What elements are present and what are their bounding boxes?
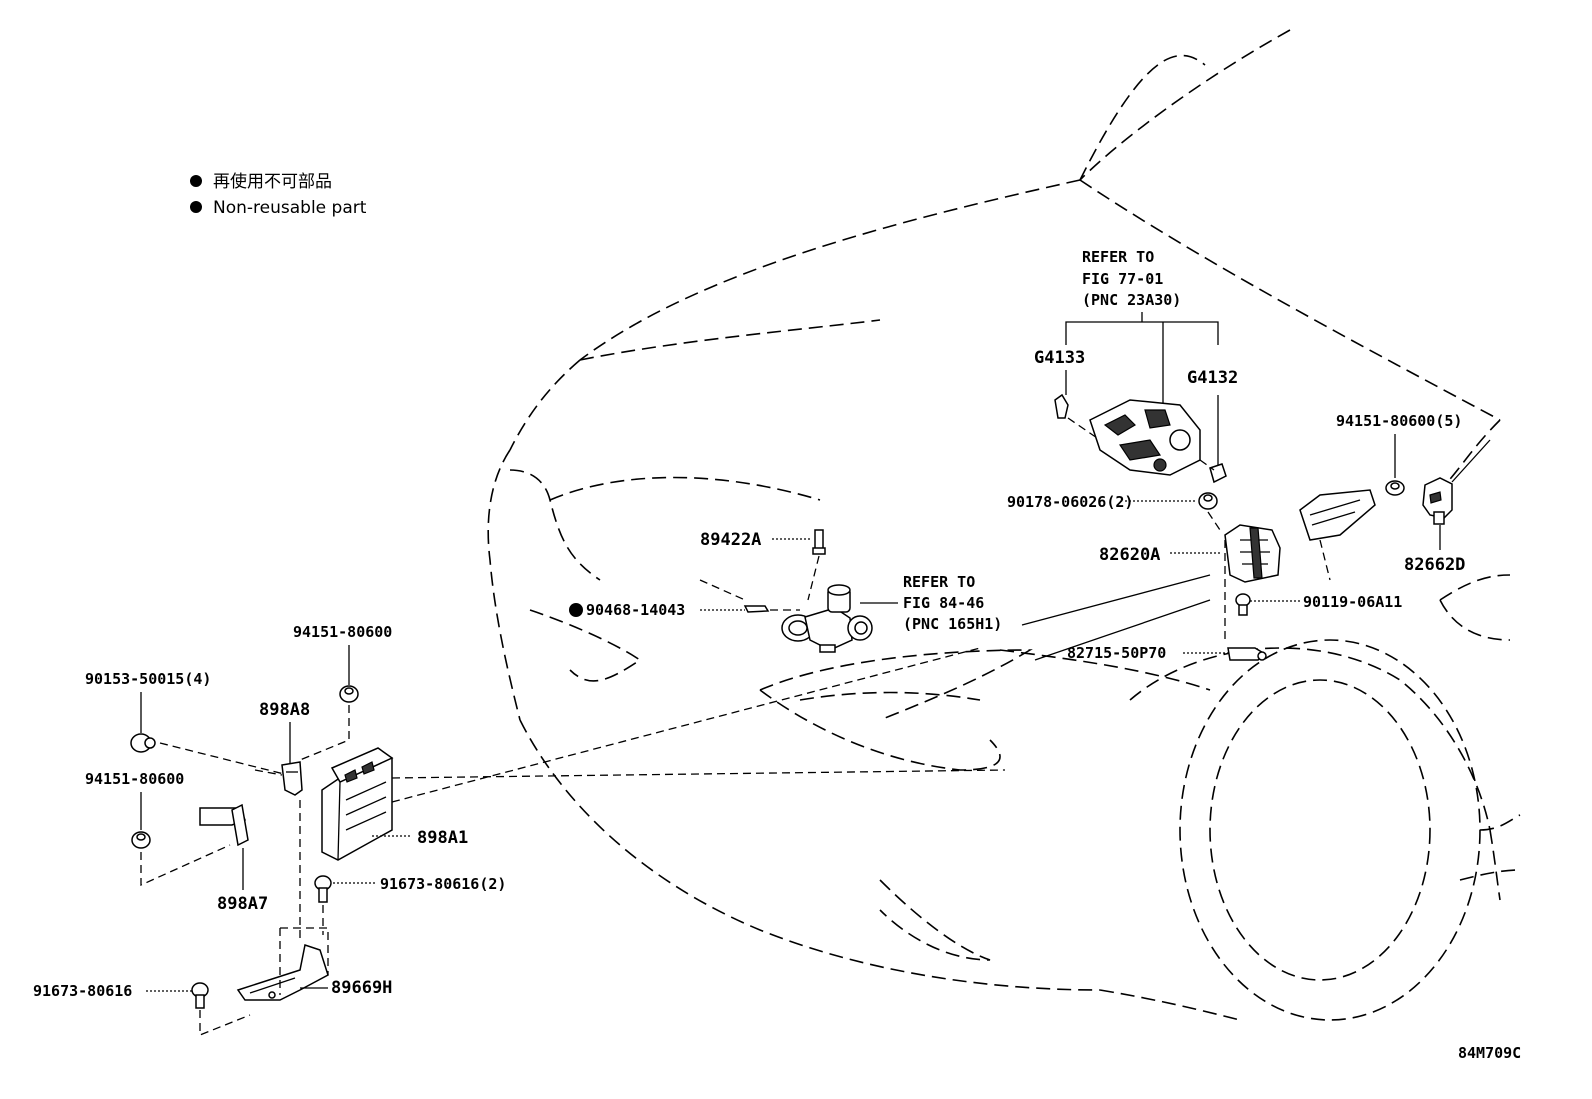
g4132-connector-lead	[1199, 459, 1215, 471]
90468-dash-lead	[699, 579, 800, 611]
nut-90178-part	[1198, 492, 1218, 510]
refer-note-line: FIG 77-01	[1082, 270, 1163, 288]
abs-actuator-part	[1089, 399, 1201, 476]
water-valve-part	[781, 584, 873, 653]
nut-90153-part	[130, 733, 156, 753]
94151-a-dash-lead	[299, 705, 350, 761]
82662d-body-lead	[1451, 439, 1491, 483]
part-label-90153-50015: 90153-50015(4)	[85, 670, 211, 688]
bracket-mount-part	[1299, 489, 1376, 581]
part-label-94151-80600-b: 94151-80600	[85, 770, 184, 788]
90153-dash-lead	[159, 742, 301, 779]
nut-94151-b-part	[131, 831, 151, 849]
part-label-90178-06026: 90178-06026(2)	[1007, 493, 1133, 511]
part-label-898a8: 898A8	[259, 700, 310, 720]
bolt-91673-2-part	[314, 875, 332, 903]
g4133-connector-lead	[1067, 417, 1101, 441]
legend: 再使用不可部品 Non-reusable part	[190, 171, 367, 218]
part-label-94151-80600-a: 94151-80600	[293, 623, 392, 641]
part-label-898a1: 898A1	[417, 828, 468, 848]
vehicle-body-outline	[487, 29, 1521, 1021]
part-label-94151-80600-5: 94151-80600(5)	[1336, 412, 1462, 430]
refer-valve-lead-right	[1021, 574, 1211, 626]
refer-note-line: REFER TO	[903, 573, 975, 591]
91673-dash-lead	[199, 1010, 251, 1036]
part-label-g4132: G4132	[1187, 368, 1238, 388]
nut-94151-a-part	[339, 685, 359, 703]
legend-item-jp: 再使用不可部品	[213, 171, 332, 192]
part-label-82662d: 82662D	[1404, 555, 1465, 575]
ecu-898a1-part	[321, 747, 394, 861]
89669h-dash-lead	[279, 927, 329, 995]
refer-valve-lead-right-2	[1034, 599, 1211, 661]
bracket-898a7-part	[199, 803, 249, 847]
relay-82662d-part	[1422, 477, 1453, 525]
90178-dash-lead	[1207, 511, 1226, 640]
bracket-82620a-part	[1224, 524, 1281, 583]
part-label-91673-80616: 91673-80616	[33, 982, 132, 1000]
bolt-90119-part	[1235, 593, 1251, 616]
non-reusable-dot-icon	[569, 603, 583, 617]
refer-note-line: (PNC 165H1)	[903, 615, 1002, 633]
part-label-g4133: G4133	[1034, 348, 1085, 368]
part-label-90119-06a11: 90119-06A11	[1303, 593, 1402, 611]
94151-b-dash-lead	[140, 844, 231, 887]
nut-94151-5-part	[1385, 480, 1405, 496]
part-label-898a7: 898A7	[217, 894, 268, 914]
bracket-898a8-part	[281, 761, 303, 796]
89422a-dash-lead	[807, 555, 820, 601]
non-reusable-dot-icon	[190, 175, 202, 187]
part-label-91673-80616-2: 91673-80616(2)	[380, 875, 506, 893]
bolt-91673-part	[191, 982, 209, 1009]
refer-note-valve: REFER TO FIG 84-46 (PNC 165H1)	[903, 573, 1002, 633]
part-label-89422a: 89422A	[700, 530, 761, 550]
figure-code: 84M709C	[1458, 1044, 1521, 1062]
ecu-to-body-lead	[391, 647, 981, 803]
g4133-bracket-part	[1054, 393, 1069, 419]
refer-note-line: FIG 84-46	[903, 594, 984, 612]
g4132-clip-part	[1209, 463, 1227, 484]
non-reusable-dot-icon	[190, 201, 202, 213]
part-label-82715-50p70: 82715-50P70	[1067, 644, 1166, 662]
refer-note-line: REFER TO	[1082, 248, 1154, 266]
clip-90468-part	[743, 605, 770, 613]
refer-note-line: (PNC 23A30)	[1082, 291, 1181, 309]
legend-item-en: Non-reusable part	[213, 198, 367, 218]
bracket-89669h-part	[236, 944, 329, 1001]
part-label-89669h: 89669H	[331, 978, 392, 998]
part-label-82620a: 82620A	[1099, 545, 1160, 565]
refer-note-abs: REFER TO FIG 77-01 (PNC 23A30)	[1082, 248, 1181, 309]
ecu-to-body-lead-2	[391, 769, 1006, 779]
898a8-dash-lead	[254, 769, 301, 940]
clamp-82715-part	[1227, 647, 1267, 661]
part-label-90468-14043: 90468-14043	[586, 601, 685, 619]
sensor-89422a-part	[812, 529, 826, 555]
